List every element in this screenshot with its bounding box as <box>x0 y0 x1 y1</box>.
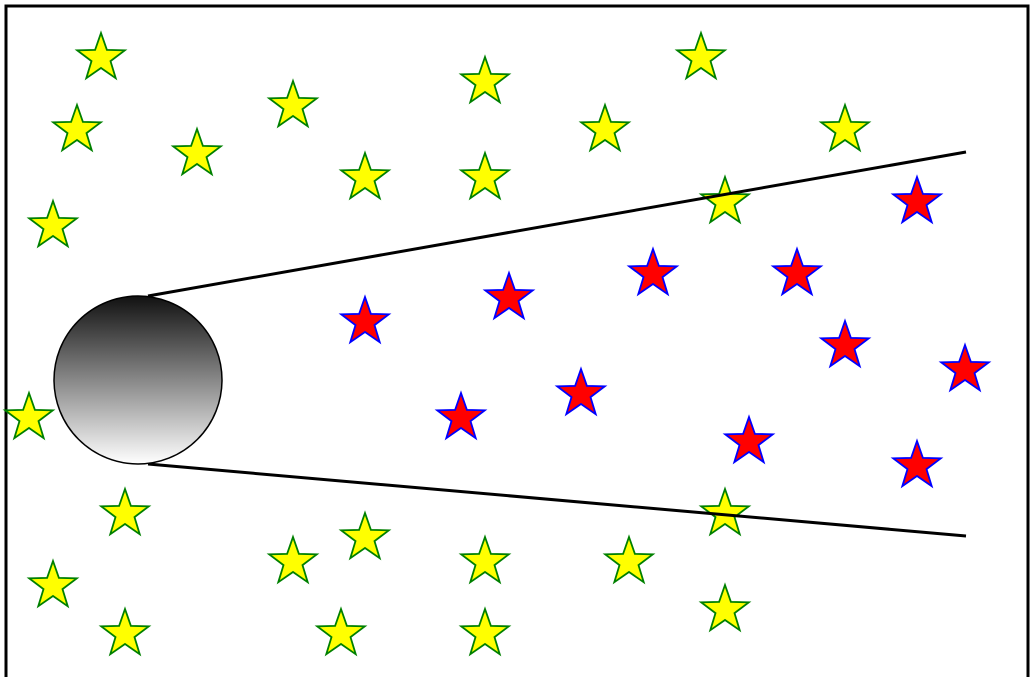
yellow-star <box>5 393 53 438</box>
yellow-star <box>53 105 101 150</box>
yellow-star <box>29 561 77 606</box>
yellow-star <box>605 537 653 582</box>
yellow-star <box>317 609 365 654</box>
yellow-star <box>461 609 509 654</box>
yellow-star <box>101 489 149 534</box>
yellow-star <box>461 153 509 198</box>
yellow-star <box>461 57 509 102</box>
red-star <box>821 321 869 366</box>
yellow-star <box>29 201 77 246</box>
yellow-star <box>701 177 749 222</box>
yellow-star <box>581 105 629 150</box>
cone-upper-edge <box>148 152 966 296</box>
yellow-star <box>341 153 389 198</box>
yellow-star <box>821 105 869 150</box>
red-star <box>725 417 773 462</box>
red-star <box>773 249 821 294</box>
yellow-star <box>341 513 389 558</box>
yellow-star <box>269 81 317 126</box>
red-star <box>941 345 989 390</box>
red-star <box>629 249 677 294</box>
yellow-star <box>461 537 509 582</box>
gradient-sphere <box>54 296 222 464</box>
red-star <box>893 177 941 222</box>
yellow-star <box>269 537 317 582</box>
red-star <box>485 273 533 318</box>
yellow-star <box>701 585 749 630</box>
yellow-star <box>173 129 221 174</box>
red-star <box>341 297 389 342</box>
yellow-star <box>677 33 725 78</box>
yellow-star <box>701 489 749 534</box>
yellow-star <box>101 609 149 654</box>
red-star <box>557 369 605 414</box>
cone-lower-edge <box>148 464 966 536</box>
red-star <box>437 393 485 438</box>
red-star <box>893 441 941 486</box>
yellow-star <box>77 33 125 78</box>
